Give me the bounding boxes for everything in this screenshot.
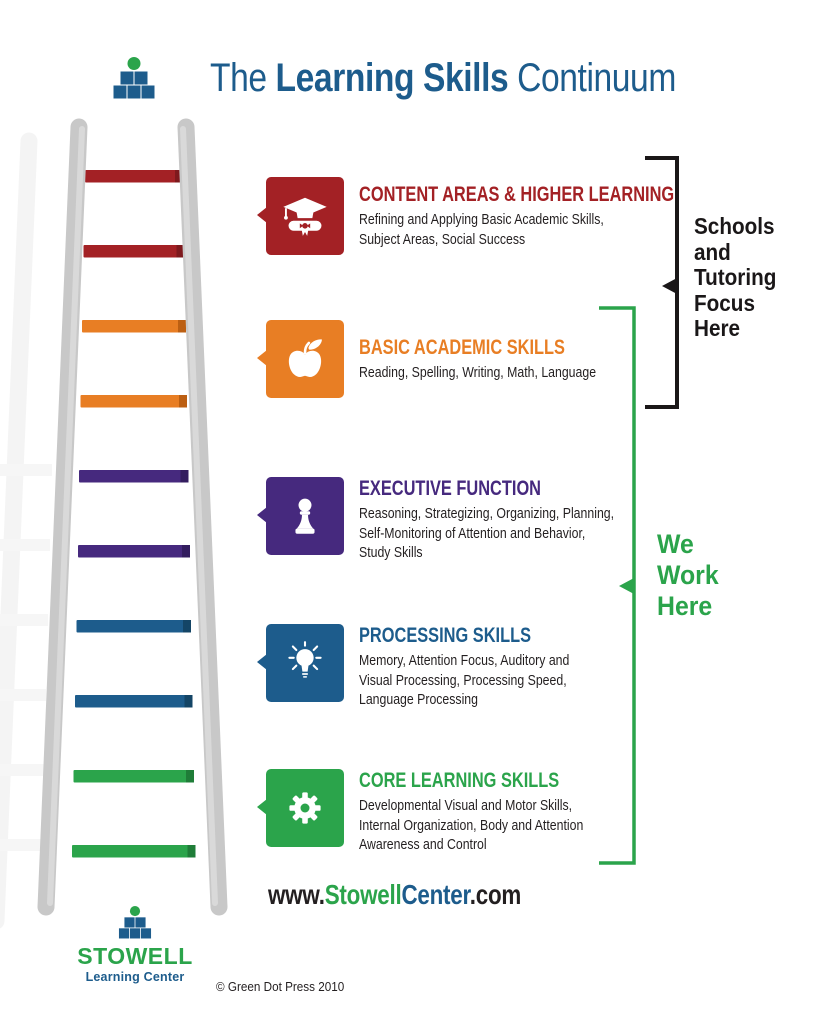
basic-academic-tile xyxy=(257,320,344,398)
wework-bracket-arrow xyxy=(619,578,634,594)
title-bold: Learning Skills xyxy=(275,56,509,100)
ladder-rung-cap xyxy=(183,620,191,633)
block-title: CONTENT AREAS & HIGHER LEARNING xyxy=(359,183,675,206)
schools-bracket-arrow xyxy=(662,278,677,294)
ladder-rung xyxy=(85,170,183,183)
block-description: Developmental Visual and Motor Skills, I… xyxy=(359,797,584,853)
skill-row-core-learning: CORE LEARNING SKILLS Developmental Visua… xyxy=(257,769,633,855)
block-description: Reasoning, Strategizing, Organizing, Pla… xyxy=(359,505,615,561)
ladder-rung xyxy=(83,245,185,258)
apple-icon xyxy=(288,339,322,378)
ladder-rung-cap xyxy=(178,320,186,333)
ladder-rung-cap xyxy=(182,545,190,558)
stowell-blocks-icon xyxy=(113,57,155,99)
ladder-rung xyxy=(80,395,187,408)
ladder-rung-cap xyxy=(180,470,189,483)
ladder-rung-cap xyxy=(175,170,183,183)
core-learning-tile xyxy=(257,769,344,847)
tile-notch xyxy=(257,799,267,815)
website-suffix: .com xyxy=(469,879,522,910)
copyright-line: © Green Dot Press 2010 xyxy=(216,979,345,994)
tile-notch xyxy=(257,207,267,223)
block-description: Refining and Applying Basic Academic Ski… xyxy=(359,211,604,248)
website-name-green: Stowell xyxy=(324,879,402,910)
block-description: Memory, Attention Focus, Auditory and Vi… xyxy=(359,652,570,708)
ladder-rung-cap xyxy=(187,845,196,858)
title-prefix: The xyxy=(210,56,276,100)
block-title: EXECUTIVE FUNCTION xyxy=(359,477,542,500)
chess-pawn-icon xyxy=(295,498,315,534)
tile-notch xyxy=(257,654,267,670)
skill-row-executive-function: EXECUTIVE FUNCTION Reasoning, Strategizi… xyxy=(257,477,670,563)
footer-logo-name: STOWELL xyxy=(77,943,193,969)
processing-skills-tile xyxy=(257,624,344,702)
lightbulb-icon xyxy=(288,641,322,678)
ladder-shadow xyxy=(0,132,52,929)
title-suffix: Continuum xyxy=(508,56,676,100)
content-areas-tile xyxy=(257,177,344,255)
website-link[interactable]: www.StowellCenter.com xyxy=(268,879,521,911)
skill-row-processing-skills: PROCESSING SKILLS Memory, Attention Focu… xyxy=(257,624,616,710)
ladder-rung-cap xyxy=(184,695,193,708)
ladder-graphic xyxy=(0,118,228,929)
ladder-rung xyxy=(82,320,186,333)
gear-icon xyxy=(289,792,321,824)
website-name-blue: Center xyxy=(401,879,470,910)
footer-logo-tagline: Learning Center xyxy=(85,970,185,984)
block-description: Reading, Spelling, Writing, Math, Langua… xyxy=(359,363,597,381)
ladder-rungs xyxy=(72,170,196,858)
ladder-rails xyxy=(37,118,228,916)
ladder-rung xyxy=(73,770,194,783)
ladder-rung xyxy=(79,470,189,483)
ladder-rung xyxy=(72,845,196,858)
skill-row-basic-academic: BASIC ACADEMIC SKILLS Reading, Spelling,… xyxy=(257,320,648,398)
executive-function-tile xyxy=(257,477,344,555)
website-prefix: www. xyxy=(268,879,325,910)
block-title: PROCESSING SKILLS xyxy=(359,624,532,647)
bracket-graphics xyxy=(599,156,679,865)
stowell-footer-logo: STOWELL Learning Center xyxy=(73,906,197,984)
ladder-rung-cap xyxy=(176,245,185,258)
block-title: CORE LEARNING SKILLS xyxy=(359,769,560,792)
block-title: BASIC ACADEMIC SKILLS xyxy=(359,335,565,359)
ladder-rung xyxy=(78,545,190,558)
ladder-rung-cap xyxy=(186,770,194,783)
skill-row-content-areas: CONTENT AREAS & HIGHER LEARNING Refining… xyxy=(257,177,763,255)
tile-notch xyxy=(257,350,267,366)
schools-focus-label: Schools and Tutoring Focus Here xyxy=(694,213,777,341)
we-work-here-label: We Work Here xyxy=(657,529,719,621)
page-title: The Learning Skills Continuum xyxy=(210,56,676,101)
ladder-rung-cap xyxy=(179,395,187,408)
ladder-rung xyxy=(75,695,193,708)
tile-notch xyxy=(257,507,267,523)
ladder-rung xyxy=(76,620,191,633)
graduation-cap-icon xyxy=(283,197,327,236)
stowell-blocks-icon xyxy=(118,906,152,939)
copyright-block: © Green Dot Press 2010 Developed By Jill… xyxy=(216,944,768,1024)
